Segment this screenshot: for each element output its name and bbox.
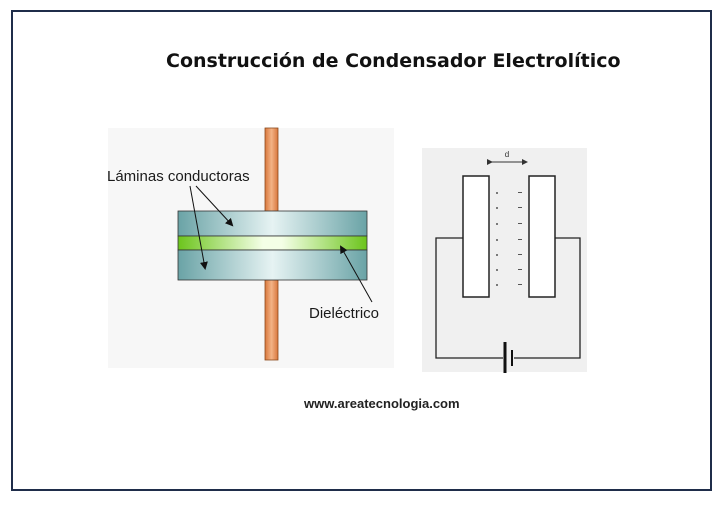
top-plate	[177, 210, 368, 237]
bottom-plate	[177, 249, 368, 281]
schematic-left-plate	[462, 175, 490, 298]
website-credit: www.areatecnologia.com	[304, 396, 460, 411]
dielectric-label: Dieléctrico	[309, 305, 380, 322]
plates-label: Láminas conductoras	[107, 168, 250, 185]
circuit-wire-left	[435, 237, 503, 359]
charge-markers	[496, 192, 522, 286]
distance-label: d	[505, 150, 509, 159]
pointer-arrow-dielectric	[340, 245, 373, 303]
pointer-arrow-top-plate	[195, 185, 234, 227]
schematic-right-plate	[528, 175, 556, 298]
title-box: Construcción de Condensador Electrolític…	[142, 34, 666, 120]
dielectric-layer	[177, 235, 368, 251]
pointer-arrow-bottom-plate	[189, 185, 208, 270]
capacitor-body	[177, 210, 368, 281]
battery-symbol	[503, 342, 513, 373]
page-title: Construcción de Condensador Electrolític…	[166, 50, 621, 72]
circuit-wire-right	[514, 237, 581, 359]
schematic-background	[422, 148, 587, 372]
